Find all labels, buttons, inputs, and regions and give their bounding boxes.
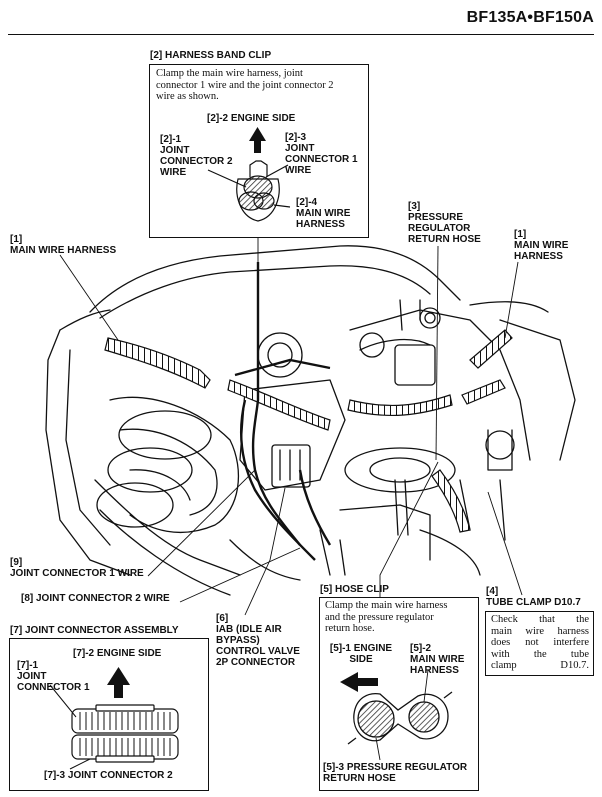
- harness-band-clip-description: Clamp the main wire harness, joint conne…: [156, 68, 334, 102]
- up-arrow-icon: [107, 667, 130, 698]
- jc-assembly-engine-side-label: [7]-2 ENGINE SIDE: [73, 648, 162, 659]
- harness-band-clip-box: Clamp the main wire harness, joint conne…: [149, 64, 369, 238]
- joint-connector-2-wire-callout: [8] JOINT CONNECTOR 2 WIRE: [21, 593, 170, 604]
- header-divider: [8, 34, 594, 35]
- harness-band-clip-title: [2] HARNESS BAND CLIP: [150, 50, 272, 61]
- band-clip-diagram: [207, 127, 291, 222]
- joint-connector-1-wire-callout: [9] JOINT CONNECTOR 1 WIRE: [10, 557, 144, 579]
- main-wire-harness-callout-left: [1] MAIN WIRE HARNESS: [10, 234, 117, 256]
- left-arrow-icon: [340, 672, 378, 692]
- jc-assembly-jc2-label: [7]-3 JOINT CONNECTOR 2: [44, 770, 173, 781]
- tube-clamp-description: Check that the main wire harness does no…: [491, 614, 589, 671]
- tube-clamp-title: [4] TUBE CLAMP D10.7: [486, 586, 581, 608]
- joint-connector-assembly-title: [7] JOINT CONNECTOR ASSEMBLY: [10, 625, 179, 636]
- tube-clamp-box: Check that the main wire harness does no…: [485, 611, 594, 676]
- hose-clip-title: [5] HOSE CLIP: [320, 584, 389, 595]
- pressure-regulator-return-hose-callout: [3] PRESSURE REGULATOR RETURN HOSE: [408, 201, 481, 245]
- hose-clip-engine-side-label: [5]-1 ENGINE SIDE: [329, 643, 393, 665]
- up-arrow-icon: [249, 127, 266, 153]
- hose-clip-main-harness-label: [5]-2 MAIN WIRE HARNESS: [410, 643, 465, 676]
- page-title: BF135A•BF150A: [466, 9, 594, 26]
- hose-clip-diagram: [340, 669, 453, 761]
- band-clip-main-harness-label: [2]-4 MAIN WIRE HARNESS: [296, 197, 351, 230]
- band-clip-jc2-wire-label: [2]-1 JOINT CONNECTOR 2 WIRE: [160, 134, 233, 178]
- iab-control-valve-callout: [6] IAB (IDLE AIR BYPASS) CONTROL VALVE …: [216, 613, 300, 668]
- joint-connector-assembly-box: [7]-2 ENGINE SIDE [7]-1 JOINT CONNECTOR …: [9, 638, 209, 791]
- hose-clip-description: Clamp the main wire harness and the pres…: [325, 600, 448, 634]
- band-clip-engine-side-label: [2]-2 ENGINE SIDE: [207, 113, 296, 124]
- hose-clip-return-hose-label: [5]-3 PRESSURE REGULATOR RETURN HOSE: [323, 762, 468, 784]
- jc-assembly-diagram: [49, 667, 179, 770]
- hose-clip-box: Clamp the main wire harness and the pres…: [319, 597, 479, 791]
- main-wire-harness-callout-right: [1] MAIN WIRE HARNESS: [514, 229, 569, 262]
- jc-assembly-jc1-label: [7]-1 JOINT CONNECTOR 1: [17, 660, 90, 693]
- band-clip-jc1-wire-label: [2]-3 JOINT CONNECTOR 1 WIRE: [285, 132, 358, 176]
